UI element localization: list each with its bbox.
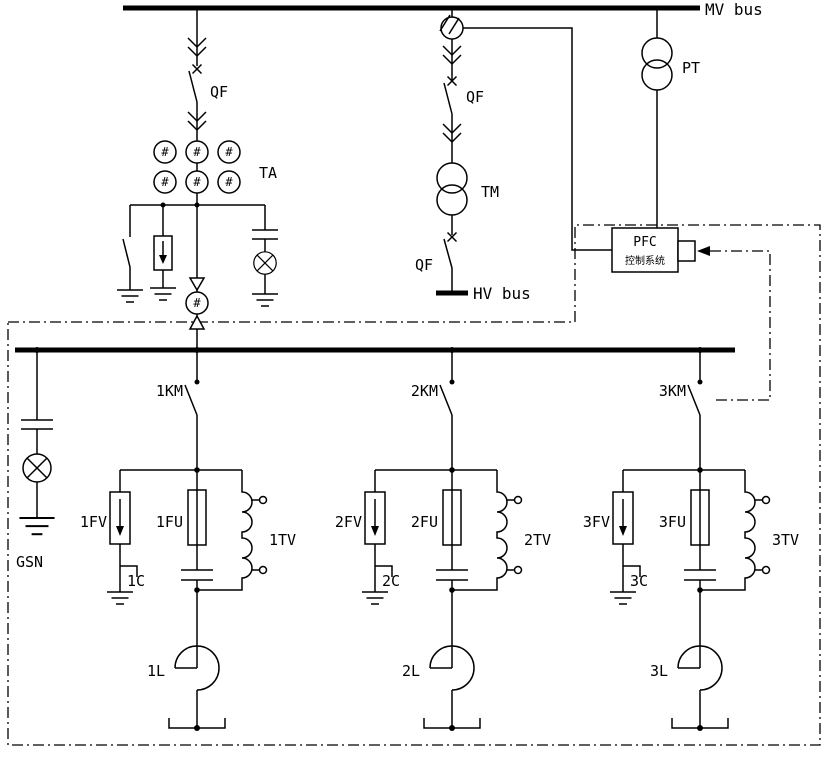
label-3km: 3KM xyxy=(659,382,686,400)
control-signal-line xyxy=(710,250,771,401)
control-arrow-icon xyxy=(697,246,710,256)
capacitor-branch-3: 3KM 3FV 3FU 3TV 3C 3L xyxy=(583,347,799,731)
breaker-blade xyxy=(443,238,453,269)
enclosure-border xyxy=(7,224,821,746)
label-1tv: 1TV xyxy=(269,531,296,549)
hv-bus-label: HV bus xyxy=(473,284,531,303)
surge-arrester xyxy=(149,205,177,301)
ct-mark: # xyxy=(225,175,233,189)
label-2tv: 2TV xyxy=(524,531,551,549)
grounding-switch xyxy=(116,205,144,303)
label-1fu: 1FU xyxy=(156,513,183,531)
lamp-icon xyxy=(22,453,52,483)
breaker-blade xyxy=(443,82,453,115)
hv-bus: HV bus xyxy=(436,284,531,303)
capacitor-branch-2: 2KM 2FV 2FU 2TV 2C 2L xyxy=(335,347,551,731)
label-2fv: 2FV xyxy=(335,513,362,531)
capacitor-branch-1: 1KM 1FV 1FU 1TV 1C 1L xyxy=(80,347,296,731)
label-3l: 3L xyxy=(650,662,668,680)
label-2fu: 2FU xyxy=(411,513,438,531)
discharge-lamp xyxy=(251,205,279,307)
pfc-subtitle: 控制系统 xyxy=(625,254,665,267)
mv-bus: MV bus xyxy=(123,0,763,19)
label-2c: 2C xyxy=(382,572,400,590)
pfc-output-port xyxy=(677,240,696,262)
ct-sensor xyxy=(439,14,464,40)
pt-branch: PT xyxy=(641,10,700,228)
ct-mark: # xyxy=(193,296,201,310)
label-1fv: 1FV xyxy=(80,513,107,531)
lamp-icon xyxy=(253,251,277,275)
label-qf-left: QF xyxy=(210,83,228,101)
label-tm: TM xyxy=(481,183,499,201)
label-3fu: 3FU xyxy=(659,513,686,531)
label-qf-lower: QF xyxy=(415,256,433,274)
ct-mark: # xyxy=(193,145,201,159)
label-3tv: 3TV xyxy=(772,531,799,549)
label-pt: PT xyxy=(682,59,700,77)
pfc-box xyxy=(611,227,679,273)
label-3c: 3C xyxy=(630,572,648,590)
ct-mark: # xyxy=(193,175,201,189)
label-1km: 1KM xyxy=(156,382,183,400)
breaker-blade xyxy=(188,70,198,103)
ct-mark: # xyxy=(225,145,233,159)
gap-arrester: # xyxy=(185,277,209,330)
ct-signal-line xyxy=(463,27,612,251)
pfc-title: PFC xyxy=(633,235,656,250)
label-ta: TA xyxy=(259,164,277,182)
pfc-controller: PFC 控制系统 xyxy=(611,227,771,401)
current-transformer-ta: # # # # # # TA xyxy=(153,140,277,194)
main-feeder: QF TM QF HV bus xyxy=(415,10,612,303)
ct-mark: # xyxy=(161,175,169,189)
label-gsn: GSN xyxy=(16,553,43,571)
label-2km: 2KM xyxy=(411,382,438,400)
ct-mark: # xyxy=(161,145,169,159)
label-1l: 1L xyxy=(147,662,165,680)
label-3fv: 3FV xyxy=(583,513,610,531)
left-feeder: QF # # # # # # TA xyxy=(116,10,279,350)
label-2l: 2L xyxy=(402,662,420,680)
gsn-branch: GSN xyxy=(16,347,56,571)
label-qf-upper: QF xyxy=(466,88,484,106)
mv-bus-label: MV bus xyxy=(705,0,763,19)
label-1c: 1C xyxy=(127,572,145,590)
protection-cluster xyxy=(116,202,279,307)
